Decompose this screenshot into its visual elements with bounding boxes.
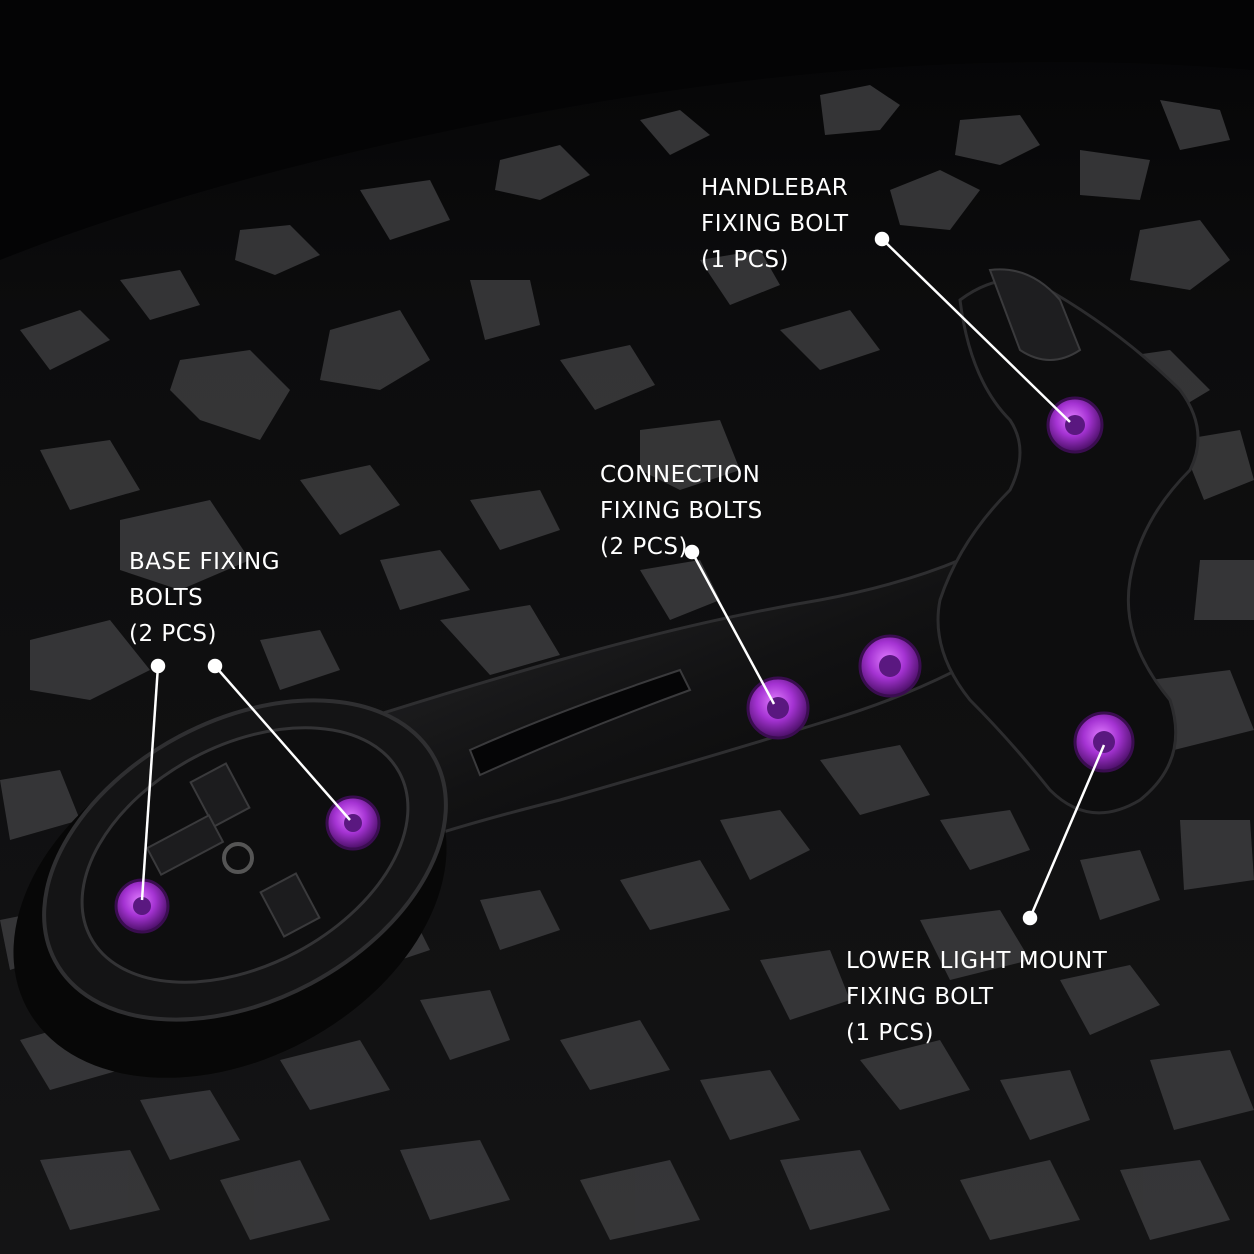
base-leader-right (207, 658, 351, 821)
callout-line: CONNECTION (600, 462, 761, 488)
callout-line: (2 PCS) (129, 621, 217, 647)
mount-head (936, 278, 1200, 815)
mount-arm-slot (468, 668, 692, 777)
callout-line: FIXING BOLT (701, 211, 849, 237)
callout-handlebar-fixing-bolt: HANDLEBAR FIXING BOLT (1 PCS) (701, 170, 849, 278)
handlebar-bolt (1046, 396, 1104, 454)
bolts (114, 396, 1135, 934)
callout-line: (1 PCS) (846, 1020, 934, 1046)
connection-leader (684, 544, 776, 705)
callout-line: HANDLEBAR (701, 175, 849, 201)
callout-base-fixing-bolts: BASE FIXING BOLTS (2 PCS) (129, 544, 280, 652)
base-bolt-left (114, 878, 170, 934)
lower-light-leader (1022, 744, 1106, 926)
lower-light-bolt (1073, 711, 1135, 773)
callout-line: (1 PCS) (701, 247, 789, 273)
mount-logo (222, 842, 254, 874)
base-leader-left (140, 658, 166, 901)
callout-lower-light-mount-fixing-bolt: LOWER LIGHT MOUNT FIXING BOLT (1 PCS) (846, 943, 1107, 1051)
mount-tabs (145, 762, 321, 938)
mount-head-clamp (988, 268, 1082, 361)
callout-line: FIXING BOLT (846, 984, 994, 1010)
connection-bolt-left (746, 676, 810, 740)
callout-line: LOWER LIGHT MOUNT (846, 948, 1108, 974)
connection-bolt-right (858, 634, 922, 698)
callout-connection-fixing-bolts: CONNECTION FIXING BOLTS (2 PCS) (600, 457, 763, 565)
base-bolt-right (325, 795, 381, 851)
handlebar-leader (874, 231, 1071, 423)
callout-line: (2 PCS) (600, 534, 688, 560)
carbon-texture (0, 85, 1254, 1240)
callout-line: FIXING BOLTS (600, 498, 763, 524)
callout-line: BOLTS (129, 585, 204, 611)
background-wall (0, 0, 1254, 260)
leader-lines (140, 231, 1106, 926)
callout-line: BASE FIXING (129, 549, 281, 575)
